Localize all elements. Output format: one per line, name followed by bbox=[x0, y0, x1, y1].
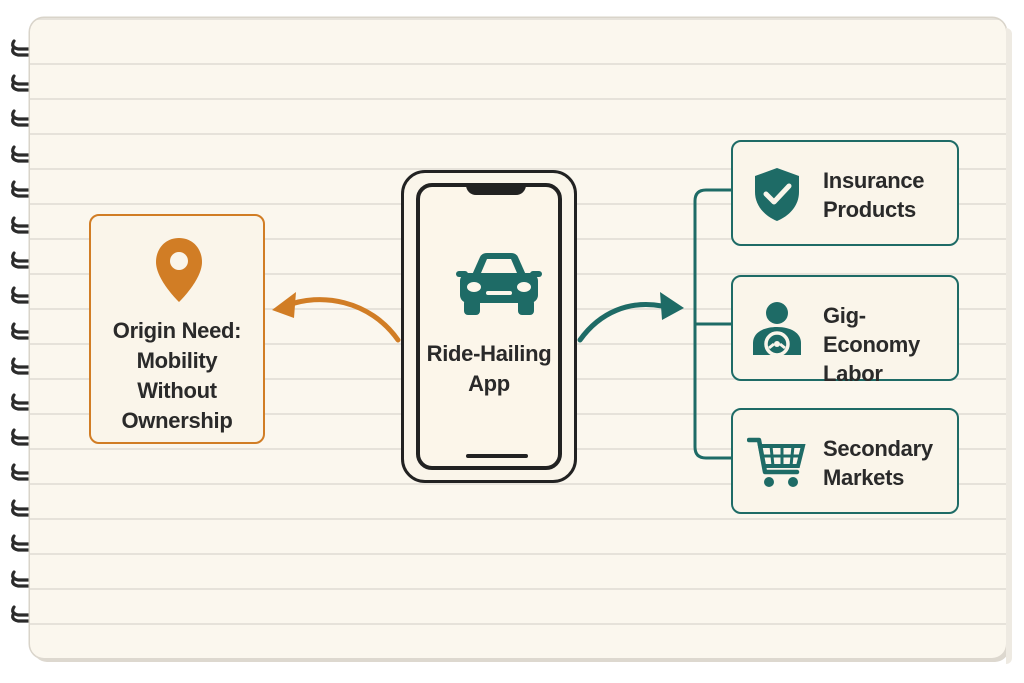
gig-economy-labor-box: Gig-Economy Labor bbox=[731, 275, 959, 386]
phone-notch bbox=[466, 183, 526, 195]
car-icon bbox=[456, 253, 542, 315]
ride-hailing-label: Ride-Hailing App bbox=[426, 341, 552, 396]
gig-economy-labor-label: Gig-Economy Labor bbox=[823, 303, 920, 386]
shield-check-icon bbox=[755, 168, 799, 221]
arrow-head-outputs bbox=[660, 292, 684, 320]
origin-need-box: Origin Need: Mobility Without Ownership bbox=[89, 214, 265, 444]
insurance-products-label: Insurance Products bbox=[823, 168, 925, 222]
arrow-to-origin bbox=[283, 297, 401, 343]
arrow-to-outputs bbox=[577, 302, 665, 343]
secondary-markets-box: Secondary Markets bbox=[731, 408, 959, 514]
worker-icon bbox=[753, 302, 801, 357]
secondary-markets-label: Secondary Markets bbox=[823, 436, 933, 490]
arrow-head-origin bbox=[272, 292, 296, 318]
ride-hailing-phone: Ride-Hailing App bbox=[401, 170, 577, 483]
spiral-binding bbox=[11, 39, 58, 623]
phone-screen: Ride-Hailing App bbox=[416, 183, 562, 470]
output-bracket bbox=[693, 188, 731, 460]
location-pin-icon bbox=[156, 238, 202, 302]
origin-need-label: Origin Need: Mobility Without Ownership bbox=[112, 318, 242, 433]
insurance-products-box: Insurance Products bbox=[731, 140, 959, 246]
shopping-cart-icon bbox=[747, 437, 806, 487]
phone-home-bar bbox=[466, 454, 528, 458]
